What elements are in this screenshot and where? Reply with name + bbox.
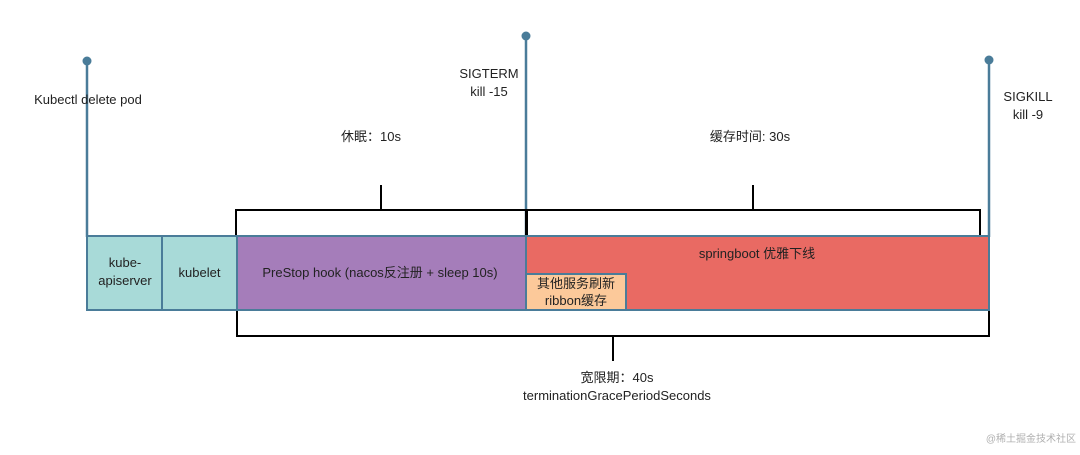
kubelet-box: kubelet <box>161 235 238 311</box>
watermark: @稀土掘金技术社区 <box>986 432 1076 445</box>
cache-bracket <box>526 185 981 236</box>
sigkill-label: SIGKILL <box>1003 89 1052 104</box>
ribbon-refresh-box: 其他服务刷新 ribbon缓存 <box>525 273 627 311</box>
sigkill-event-marker <box>984 55 994 237</box>
kube-apiserver-box: kube- apiserver <box>86 235 163 311</box>
grace-period-field-label: terminationGracePeriodSeconds <box>523 388 711 403</box>
sleep-bracket <box>235 185 527 236</box>
sigterm-kill-label: kill -15 <box>470 84 508 99</box>
delete-pod-label: Kubectl delete pod <box>34 92 142 107</box>
sigterm-event-marker <box>521 31 531 237</box>
springboot-shutdown-label: springboot 优雅下线 <box>699 246 815 261</box>
sleep-duration-label: 休眠：10s <box>341 129 401 144</box>
grace-period-label: 宽限期：40s <box>581 370 654 385</box>
kubelet-label: kubelet <box>179 265 221 280</box>
delete-event-marker <box>82 56 92 237</box>
kube-apiserver-label-line1: kube- <box>109 255 142 270</box>
sigterm-label: SIGTERM <box>459 66 518 81</box>
ribbon-refresh-label-line2: ribbon缓存 <box>545 293 607 308</box>
cache-duration-label: 缓存时间: 30s <box>710 129 791 144</box>
ribbon-refresh-label-line1: 其他服务刷新 <box>537 276 615 291</box>
sigkill-kill-label: kill -9 <box>1013 107 1043 122</box>
grace-period-bracket <box>236 311 990 361</box>
kube-apiserver-label-line2: apiserver <box>98 273 152 288</box>
prestop-hook-label: PreStop hook (nacos反注册 + sleep 10s) <box>262 265 497 280</box>
prestop-hook-box: PreStop hook (nacos反注册 + sleep 10s) <box>236 235 527 311</box>
